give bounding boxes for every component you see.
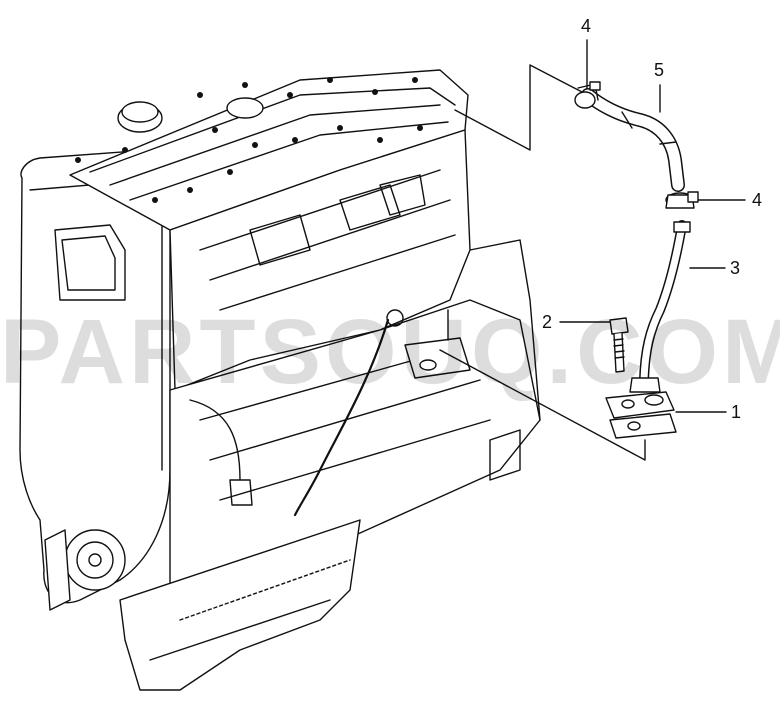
callout-2: 2 [542,312,552,332]
hose-clamp-lower [665,191,699,209]
callout-5: 5 [654,60,664,80]
cover-bolts [75,77,423,203]
pipe-gasket [605,391,677,439]
mounting-bolt [609,317,629,373]
callout-4a: 4 [581,16,591,36]
leader-brackets [439,64,646,461]
crank-pulley [44,529,126,611]
callout-3: 3 [730,258,740,278]
engine-block [19,69,541,691]
breather-pipe [629,220,691,393]
callout-leaders [559,39,746,413]
callout-1: 1 [731,402,741,422]
callout-labels: 4 5 4 3 2 1 [542,16,762,422]
breather-hose-upper [581,88,685,192]
cam-cover-plate [54,224,126,301]
hose-clamp-upper [574,81,601,109]
breather-mount-pad [404,309,471,379]
oil-filler-cap [117,97,264,133]
callout-4b: 4 [752,190,762,210]
